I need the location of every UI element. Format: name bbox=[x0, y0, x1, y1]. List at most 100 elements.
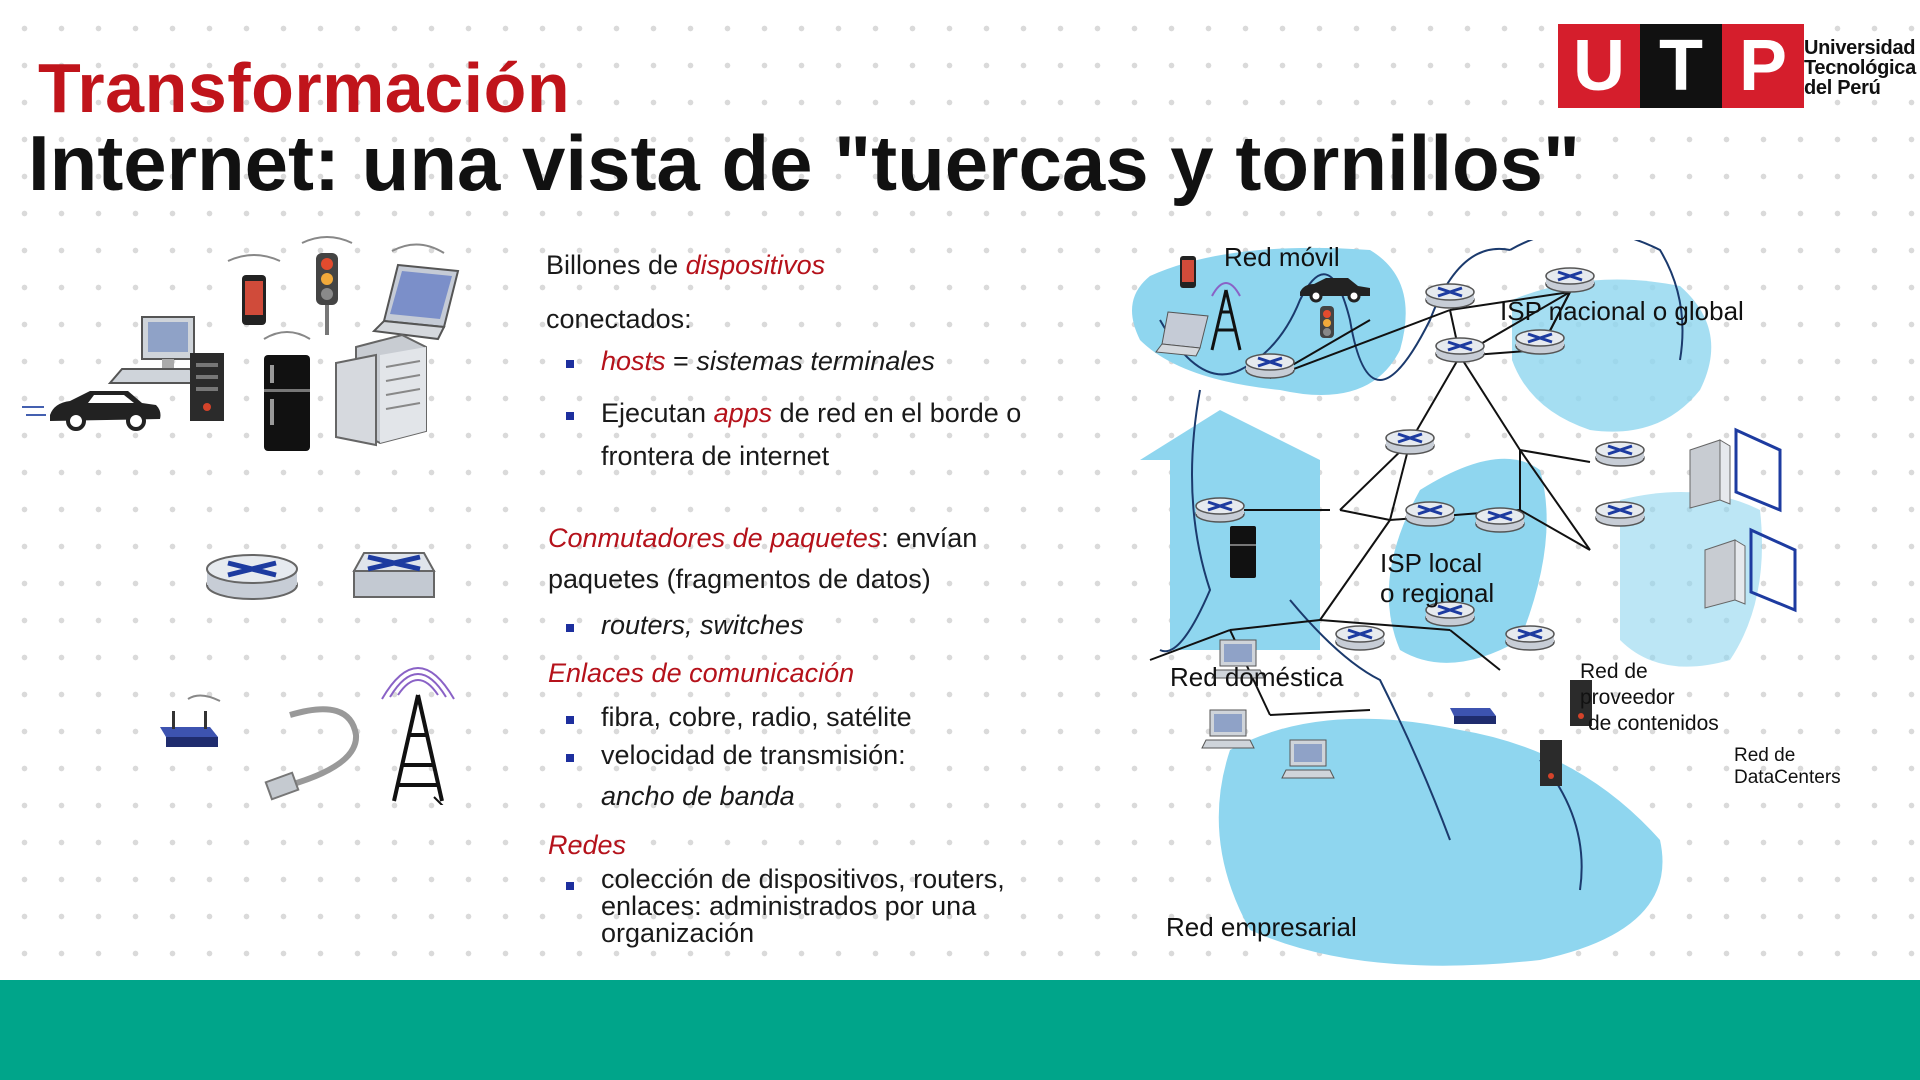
content-provider-label-3: de contenidos bbox=[1588, 712, 1719, 735]
server-rack-icon bbox=[1689, 427, 1782, 513]
router-icon bbox=[1384, 428, 1436, 456]
hosts-line: hosts = sistemas terminales bbox=[601, 344, 935, 378]
logo-box-u: U bbox=[1558, 24, 1640, 108]
wifi-router-icon bbox=[160, 694, 221, 747]
hosts-term: hosts bbox=[601, 346, 666, 376]
device-icons-illustration bbox=[22, 236, 460, 805]
slide-title: Internet: una vista de "tuercas y tornil… bbox=[28, 119, 1581, 207]
bullet-icon bbox=[566, 754, 574, 762]
mobile-network-label: Red móvil bbox=[1224, 242, 1340, 272]
server-tower-icon bbox=[190, 353, 224, 421]
smartphone-icon bbox=[227, 254, 281, 325]
local-isp-label-1: ISP local bbox=[1380, 548, 1483, 578]
wifi-router-icon bbox=[1450, 708, 1496, 724]
laptop-icon bbox=[371, 243, 460, 341]
bullet-icon bbox=[566, 412, 574, 420]
bullet-icon bbox=[566, 882, 574, 890]
content-provider-label-1: Red de bbox=[1580, 660, 1648, 683]
apps-post: de red en el borde o bbox=[772, 398, 1022, 428]
router-icon bbox=[1474, 506, 1526, 534]
router-icon bbox=[1544, 266, 1596, 294]
cell-tower-icon bbox=[381, 667, 455, 805]
desktop-icon bbox=[1201, 709, 1255, 749]
enterprise-network-label: Red empresarial bbox=[1166, 912, 1357, 942]
content-provider-label-2: proveedor bbox=[1580, 686, 1675, 709]
utp-logo: U T P Universidad Tecnológica del Perú bbox=[1558, 24, 1916, 108]
home-network-label: Red doméstica bbox=[1170, 662, 1344, 692]
routers-switches-line: routers, switches bbox=[601, 610, 804, 640]
devices-line-cont: conectados: bbox=[546, 304, 692, 334]
national-isp-label: ISP nacional o global bbox=[1500, 296, 1744, 326]
devices-term: dispositivos bbox=[685, 250, 826, 280]
switch-icon bbox=[352, 552, 436, 598]
car-icon bbox=[1300, 278, 1370, 303]
logo-line-1: Universidad bbox=[1804, 37, 1916, 59]
server-tower-icon bbox=[1570, 680, 1592, 726]
server-tower-icon bbox=[1540, 740, 1562, 786]
networks-line-1: colección de dispositivos, routers, bbox=[601, 864, 1005, 894]
desktop-icon bbox=[107, 316, 205, 384]
switches-term: Conmutadores de paquetes bbox=[548, 523, 882, 553]
networks-line-3: organización bbox=[601, 918, 755, 948]
router-icon bbox=[1404, 500, 1456, 528]
datacenter-label-2: DataCenters bbox=[1734, 767, 1841, 788]
apps-line: Ejecutan apps de red en el borde o bbox=[601, 396, 1021, 430]
logo-box-p: P bbox=[1722, 24, 1804, 108]
slide-subtitle: Transformación bbox=[38, 49, 571, 127]
networks-line-2: enlaces: administrados por una bbox=[601, 891, 977, 921]
apps-pre: Ejecutan bbox=[601, 398, 714, 428]
router-icon bbox=[1504, 624, 1556, 652]
local-isp-label-2: o regional bbox=[1380, 578, 1495, 608]
rate-line: velocidad de transmisión: bbox=[601, 740, 906, 770]
server-rack-icon bbox=[1704, 527, 1797, 613]
logo-letter-t: T bbox=[1659, 26, 1703, 106]
router-icon bbox=[1424, 282, 1476, 310]
media-line: fibra, cobre, radio, satélite bbox=[601, 702, 912, 732]
bullet-icon bbox=[566, 360, 574, 368]
logo-line-2: Tecnológica bbox=[1804, 57, 1916, 79]
router-icon bbox=[1594, 500, 1646, 528]
links-heading: Enlaces de comunicación bbox=[548, 658, 855, 688]
car-icon bbox=[22, 391, 161, 431]
devices-line: Billones de dispositivos bbox=[546, 248, 825, 282]
hosts-definition: sistemas terminales bbox=[696, 346, 935, 376]
traffic-light-icon bbox=[1320, 306, 1334, 338]
router-icon bbox=[206, 554, 298, 600]
router-icon bbox=[1334, 624, 1386, 652]
apps-term: apps bbox=[713, 398, 773, 428]
bullet-icon bbox=[566, 624, 574, 632]
hosts-equals: = bbox=[665, 346, 697, 376]
desktop-icon bbox=[1211, 639, 1265, 679]
apps-line-cont: frontera de internet bbox=[601, 441, 830, 471]
server-cluster-icon bbox=[335, 333, 427, 447]
networks-heading: Redes bbox=[548, 830, 627, 860]
cell-tower-icon bbox=[1210, 282, 1242, 351]
footer-bar bbox=[0, 980, 1920, 1080]
content-provider-region bbox=[1620, 492, 1762, 667]
logo-box-t: T bbox=[1640, 24, 1722, 108]
traffic-light-icon bbox=[301, 236, 353, 335]
smartphone-icon bbox=[1180, 256, 1196, 288]
refrigerator-icon bbox=[1230, 526, 1256, 578]
switches-line: Conmutadores de paquetes: envían bbox=[548, 521, 977, 555]
refrigerator-icon bbox=[263, 331, 311, 451]
router-icon bbox=[1514, 328, 1566, 356]
bullet-icon bbox=[566, 716, 574, 724]
network-diagram bbox=[1132, 240, 1797, 966]
logo-line-3: del Perú bbox=[1804, 77, 1881, 99]
ethernet-cable-icon bbox=[264, 706, 359, 801]
router-icon bbox=[1594, 440, 1646, 468]
switches-post: : envían bbox=[881, 523, 978, 553]
bandwidth-line: ancho de banda bbox=[601, 781, 795, 811]
datacenter-label-1: Red de bbox=[1734, 745, 1796, 766]
switches-line-cont: paquetes (fragmentos de datos) bbox=[548, 564, 931, 594]
logo-letter-u: U bbox=[1573, 26, 1625, 106]
desktop-icon bbox=[1281, 739, 1335, 779]
router-icon bbox=[1434, 336, 1486, 364]
laptop-icon bbox=[1155, 311, 1209, 357]
devices-pre: Billones de bbox=[546, 250, 686, 280]
router-icon bbox=[1244, 352, 1296, 380]
router-icon bbox=[1194, 496, 1246, 524]
logo-letter-p: P bbox=[1738, 26, 1788, 106]
national-isp-region bbox=[1512, 279, 1712, 432]
